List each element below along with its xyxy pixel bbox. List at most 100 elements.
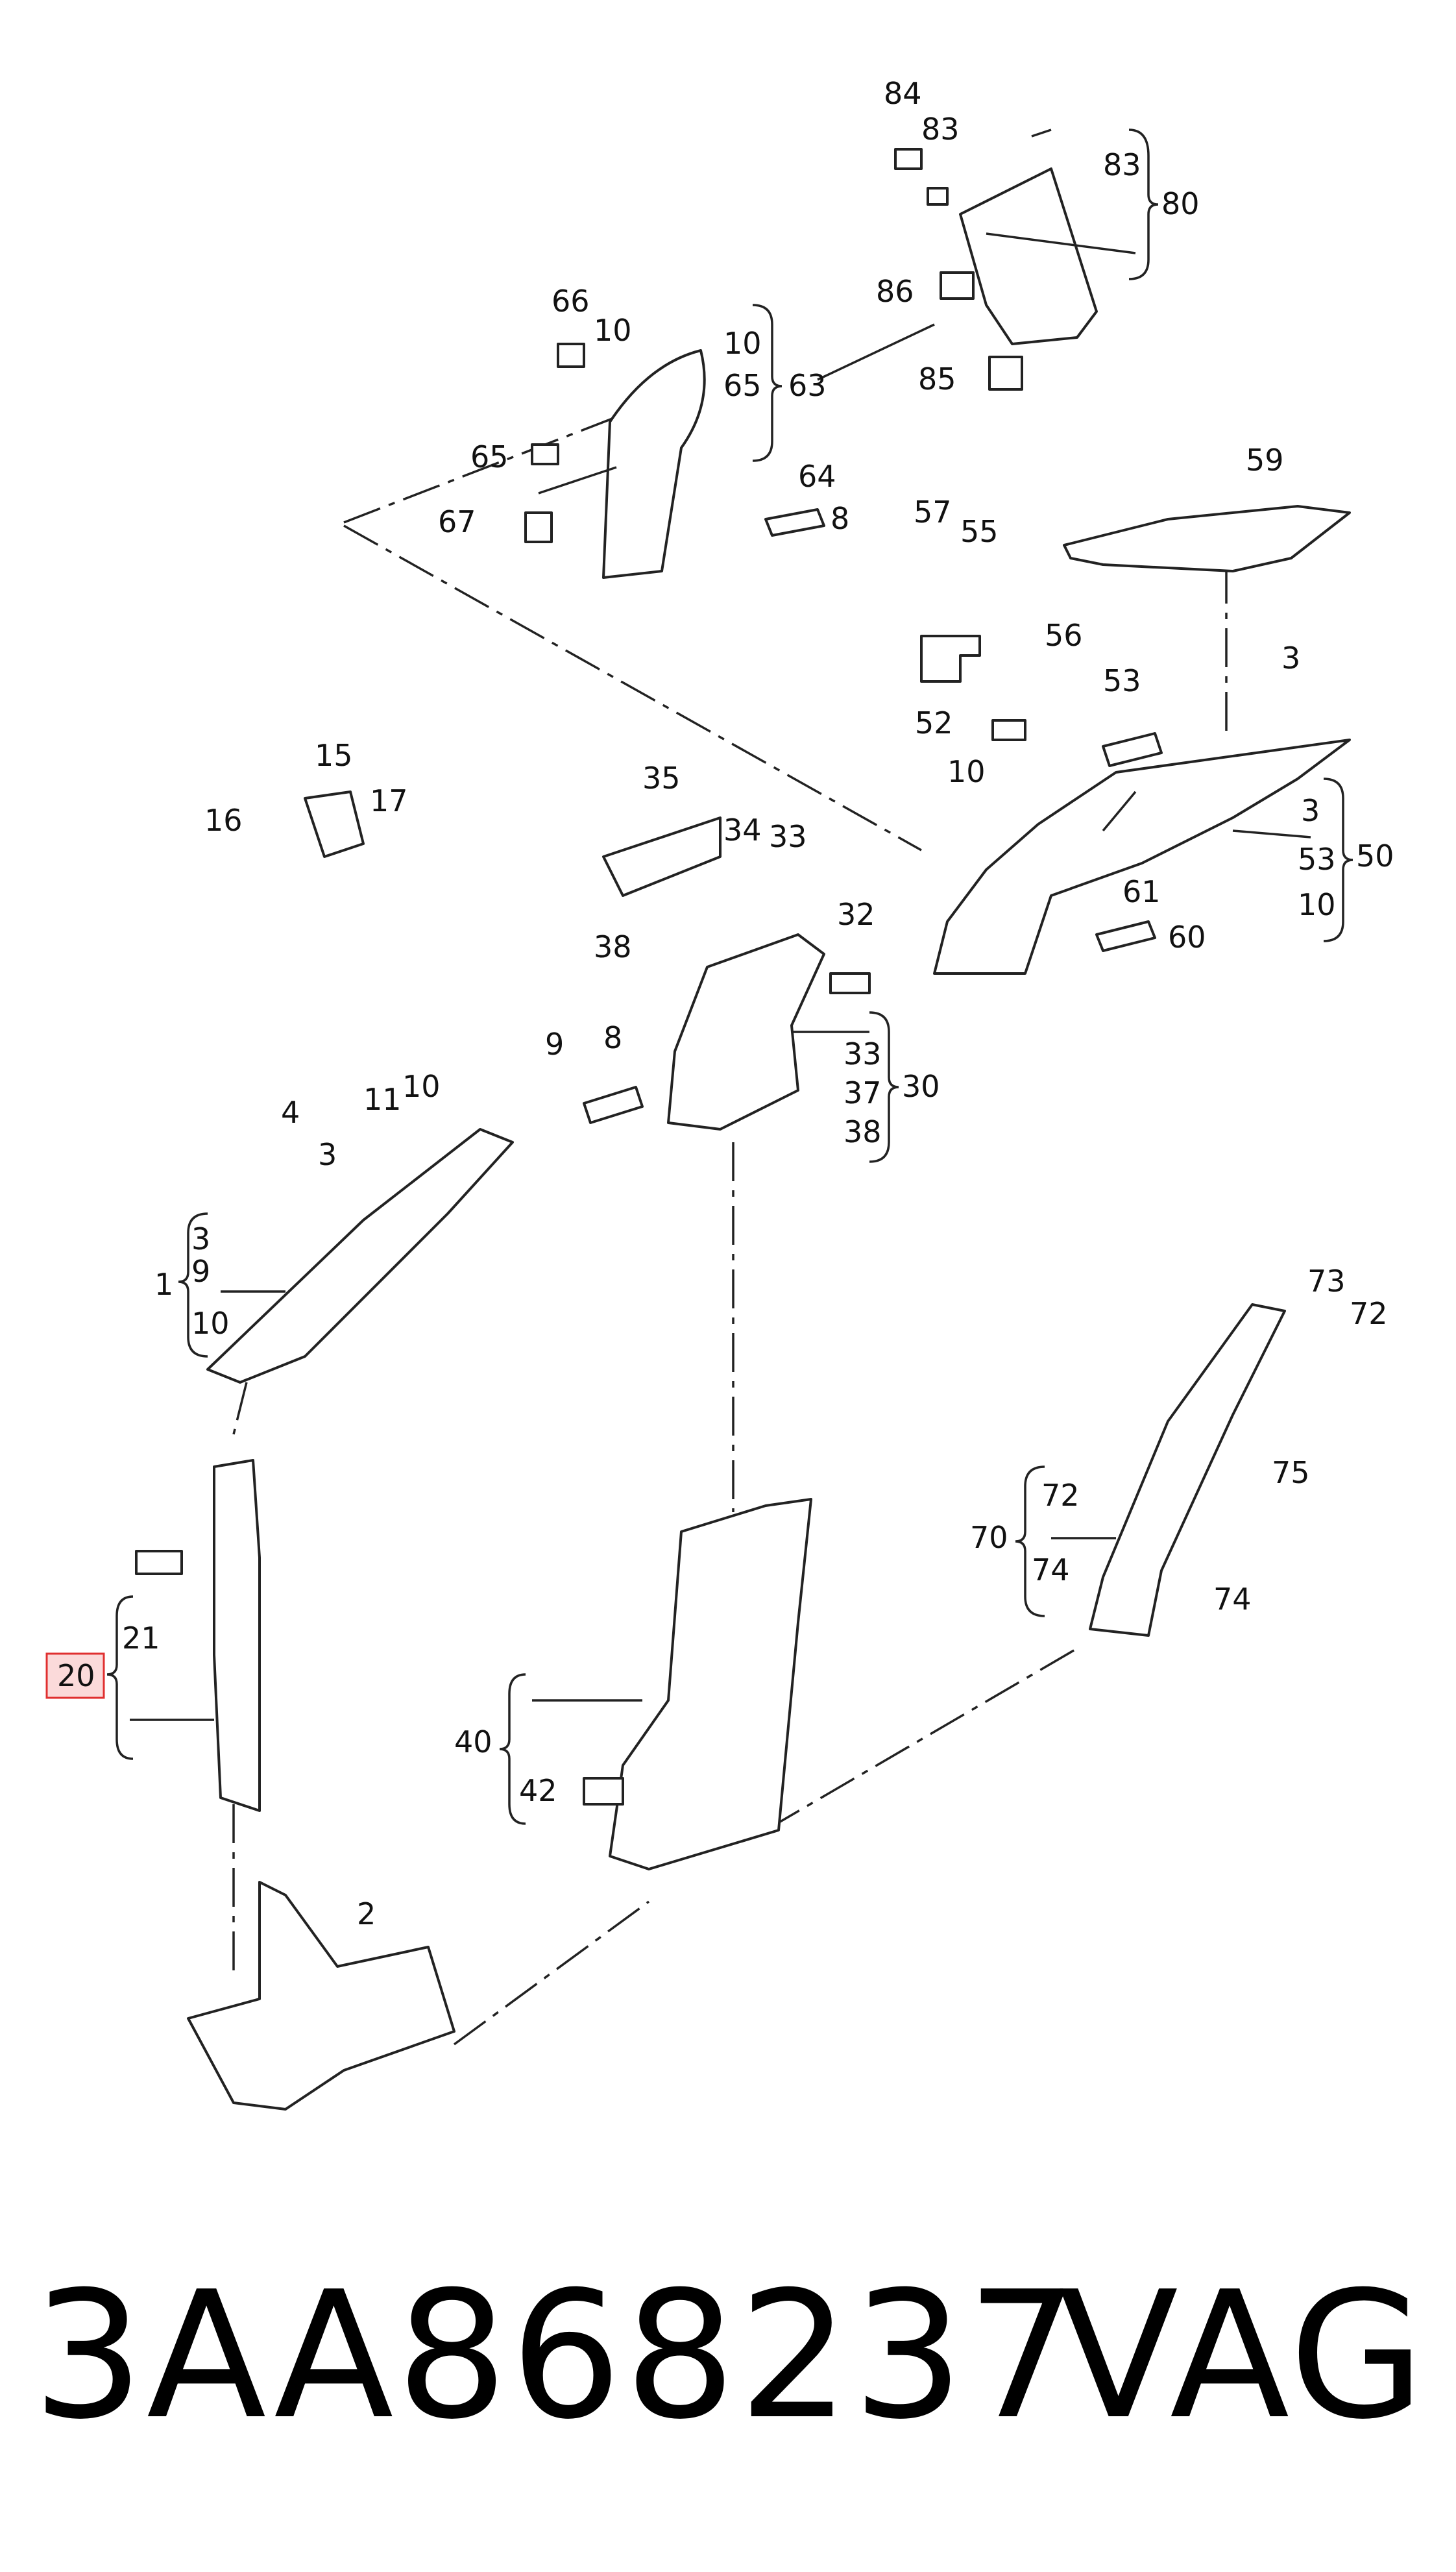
callout: 50	[1356, 839, 1394, 874]
part-40-trim	[609, 1498, 812, 1870]
part-59-strip	[1063, 505, 1351, 572]
brace-40	[499, 1673, 526, 1825]
part-20-trim	[213, 1459, 261, 1812]
callout: 40	[454, 1724, 492, 1759]
dash-line	[765, 1647, 1078, 1831]
callout: 8	[603, 1020, 622, 1055]
brace-63	[752, 304, 783, 462]
callout: 74	[1213, 1582, 1252, 1617]
callout: 10	[947, 754, 986, 789]
callout-highlighted: 20	[57, 1658, 95, 1693]
part-42-clip	[583, 1777, 624, 1806]
callout: 3	[1301, 793, 1320, 828]
brace-30	[869, 1011, 899, 1163]
lead-line	[817, 323, 935, 381]
callout: 38	[594, 929, 632, 964]
brace-70	[1015, 1465, 1045, 1617]
brace-1	[178, 1212, 208, 1358]
part-number-brand: VAG	[1058, 2253, 1427, 2458]
part-21-pad	[135, 1550, 183, 1575]
dash-line	[232, 1382, 248, 1435]
lead-line	[986, 232, 1136, 254]
highlight-box	[45, 1652, 105, 1699]
callout: 60	[1168, 920, 1206, 955]
callout: 33	[843, 1036, 882, 1072]
part-55-bracket	[920, 635, 981, 683]
callout: 65	[723, 368, 762, 403]
callout: 61	[1122, 874, 1161, 909]
callout: 10	[1298, 887, 1336, 922]
part-86-clip	[940, 271, 975, 300]
callout: 10	[723, 326, 762, 361]
callout: 67	[438, 504, 476, 539]
callout: 9	[191, 1254, 210, 1289]
lead-line	[1102, 790, 1137, 832]
callout: 21	[122, 1621, 160, 1656]
callout: 84	[884, 76, 922, 111]
part-63-trim	[602, 349, 706, 579]
callout: 85	[918, 361, 956, 397]
part-85-clip	[988, 356, 1023, 391]
brace-20	[106, 1595, 134, 1760]
callout: 64	[798, 459, 836, 494]
callout: 34	[723, 813, 762, 848]
dash-line	[453, 1900, 650, 2046]
callout: 73	[1307, 1264, 1346, 1299]
callout: 53	[1103, 663, 1141, 698]
callout: 55	[960, 514, 999, 549]
part-number: 3AA868237 VAG	[32, 2259, 1427, 2479]
callout: 70	[970, 1520, 1008, 1555]
callout: 2	[357, 1896, 376, 1931]
brace-50	[1323, 778, 1353, 942]
lead-line	[538, 466, 617, 495]
callout: 86	[876, 274, 914, 309]
callout: 8	[831, 501, 849, 536]
callout: 10	[191, 1306, 230, 1341]
part-60-cover	[1095, 920, 1156, 952]
dash-line	[343, 524, 922, 851]
lead-line	[1232, 829, 1311, 839]
part-30-trim	[667, 933, 825, 1131]
callout: 63	[788, 368, 827, 403]
callout: 38	[843, 1114, 882, 1149]
callout: 30	[902, 1069, 940, 1104]
part-67-clip	[524, 511, 553, 543]
part-80-trim	[959, 167, 1098, 345]
part-35-belt	[602, 816, 722, 897]
part-53-cover	[1102, 732, 1163, 767]
callout: 17	[370, 783, 408, 818]
callout: 35	[642, 761, 681, 796]
brace-80	[1128, 129, 1159, 280]
callout: 1	[154, 1267, 173, 1302]
callout: 32	[837, 897, 875, 932]
part-1-trim	[206, 1128, 514, 1384]
part-2-panel	[187, 1881, 455, 2111]
callout: 10	[402, 1069, 441, 1104]
dash-line	[1031, 129, 1052, 138]
callout: 10	[594, 313, 632, 348]
callout: 53	[1298, 842, 1336, 877]
callout: 66	[552, 284, 590, 319]
callout: 4	[281, 1095, 300, 1130]
callout: 83	[1103, 147, 1141, 182]
callout: 3	[191, 1221, 210, 1256]
part-50-trim	[933, 739, 1351, 975]
callout: 83	[921, 112, 960, 147]
part-8-cap	[583, 1086, 644, 1124]
callout: 15	[315, 738, 353, 773]
part-number-code: 3AA868237	[32, 2253, 1081, 2458]
callout: 75	[1272, 1455, 1310, 1490]
callout: 42	[519, 1773, 557, 1808]
callout: 72	[1350, 1296, 1388, 1331]
callout: 59	[1246, 443, 1284, 478]
callout: 65	[470, 439, 509, 474]
callout: 3	[318, 1137, 337, 1172]
part-32-clip	[829, 972, 871, 994]
callout: 57	[914, 495, 952, 530]
part-65-clip	[531, 443, 559, 465]
part-84-cap	[894, 148, 923, 170]
callout: 3	[1281, 641, 1300, 676]
callout: 9	[545, 1027, 564, 1062]
callout: 33	[769, 819, 807, 854]
